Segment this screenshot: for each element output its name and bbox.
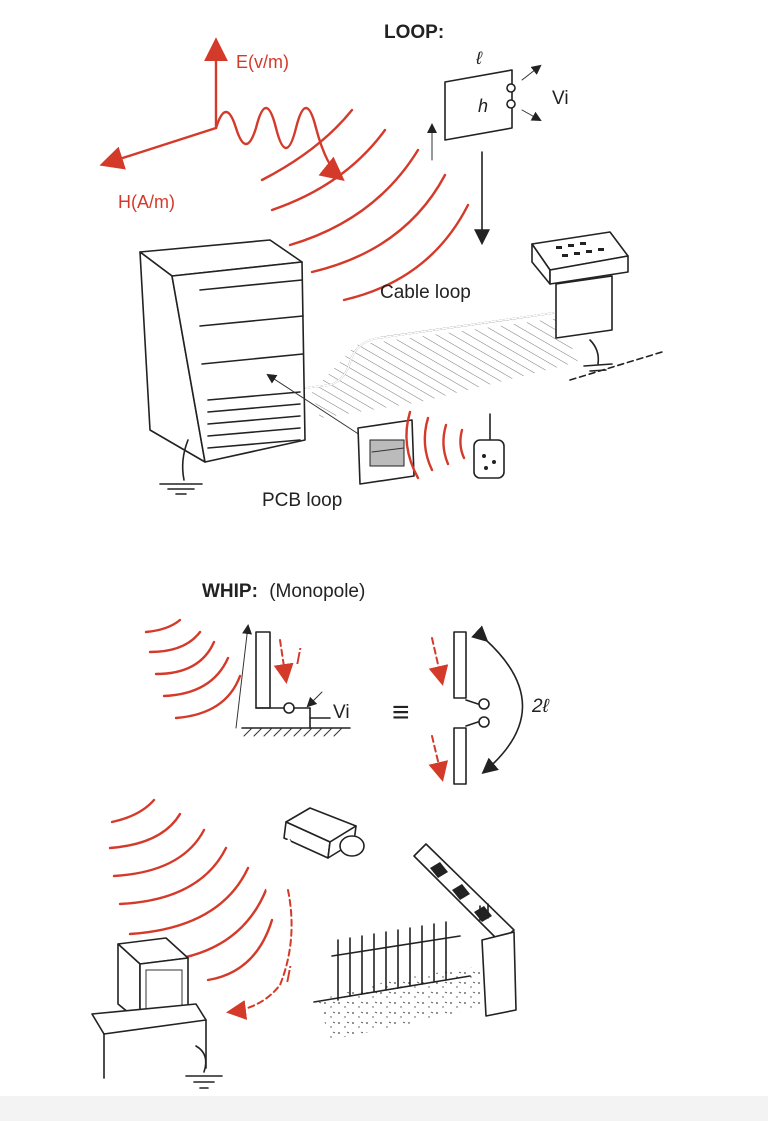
fence-and-barrier (313, 843, 517, 1040)
e-field-label: E(v/m) (236, 52, 289, 72)
security-camera (199, 807, 365, 1020)
monitor-on-desk (91, 937, 223, 1089)
whip-current-label: i (296, 644, 302, 669)
whip-voltage-label: Vi (333, 702, 350, 723)
loop-voltage-label: Vi (552, 88, 569, 109)
h-field-label: H(A/m) (118, 192, 175, 212)
loop-height-label: h (478, 96, 488, 116)
cabinet-vents (207, 391, 301, 449)
whip-wavefronts (144, 618, 242, 720)
whip-subtitle: (Monopole) (269, 581, 365, 602)
monopole-antenna (235, 624, 351, 737)
bottom-strip (0, 1096, 768, 1121)
pcb-loop-label: PCB loop (262, 490, 342, 511)
loop-wavefronts (260, 108, 470, 302)
loop-title: LOOP: (384, 22, 444, 43)
equivalence-symbol: ≡ (392, 696, 410, 729)
field-axes (99, 37, 345, 182)
loop-antenna-diagram (427, 64, 542, 246)
computer-cabinet (139, 239, 306, 495)
whip-title-bold: WHIP: (202, 581, 258, 602)
loop-length-label: ℓ (475, 48, 483, 68)
cable-loop-label: Cable loop (380, 282, 471, 303)
terminal-kiosk (531, 231, 663, 381)
cable-loop (304, 311, 578, 418)
cable-current-label: i (286, 962, 292, 987)
pcb-loop (266, 373, 415, 485)
dipole-equivalent (428, 625, 524, 785)
whip-title: WHIP: (Monopole) (202, 581, 365, 602)
walkie-talkie (405, 410, 505, 480)
dipole-length-label: 2ℓ (531, 696, 550, 717)
